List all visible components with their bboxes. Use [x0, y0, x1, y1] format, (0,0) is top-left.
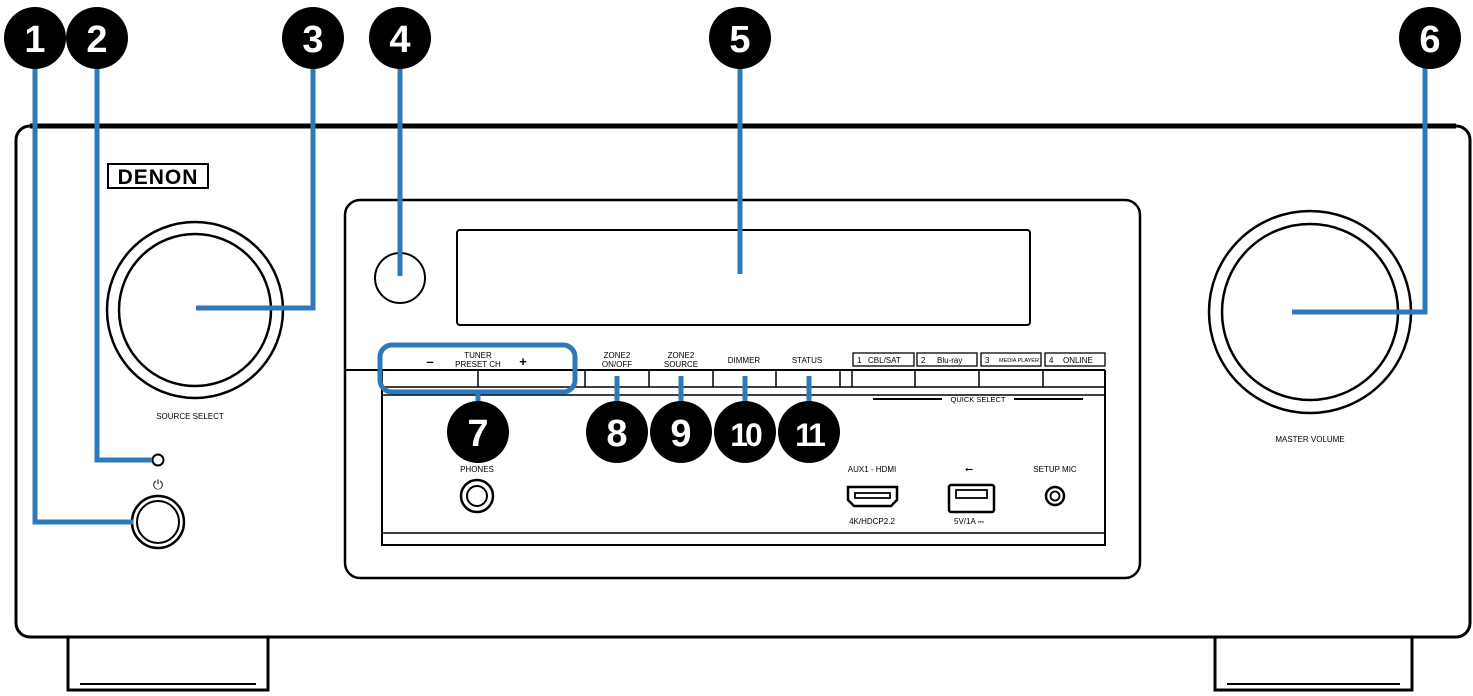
svg-text:DENON: DENON — [118, 166, 199, 189]
svg-text:TUNER: TUNER — [464, 351, 492, 360]
svg-text:MEDIA PLAYER: MEDIA PLAYER — [999, 358, 1039, 364]
callout-badge-4: 4 — [369, 7, 431, 69]
svg-text:9: 9 — [670, 413, 691, 455]
svg-text:ZONE2: ZONE2 — [668, 351, 695, 360]
display-screen — [456, 229, 1031, 326]
source-select-label: SOURCE SELECT — [156, 412, 224, 421]
callout-badge-8: 8 — [586, 401, 648, 463]
callout-badge-3: 3 — [282, 7, 344, 69]
dimmer-button[interactable]: DIMMER — [728, 356, 761, 365]
phones-label: PHONES — [460, 465, 494, 474]
quick-select-3[interactable]: 3 MEDIA PLAYER — [980, 352, 1042, 367]
tuner-minus-button[interactable]: – — [426, 354, 433, 369]
callout-badge-1: 1 — [4, 7, 66, 69]
zone2-source-button[interactable]: ZONE2 SOURCE — [664, 351, 698, 369]
denon-logo: DENON — [107, 163, 209, 189]
hdmi-port[interactable] — [846, 485, 899, 508]
status-button[interactable]: STATUS — [792, 356, 822, 365]
svg-text:Blu-ray: Blu-ray — [937, 356, 962, 365]
svg-text:4: 4 — [389, 19, 410, 61]
hdcp-label: 4K/HDCP2.2 — [849, 517, 895, 526]
power-indicator-led — [151, 453, 165, 467]
callout-badge-2: 2 — [66, 7, 128, 69]
callout-badge-11: 11 — [778, 401, 840, 463]
phones-jack[interactable] — [459, 478, 495, 514]
zone2-onoff-button[interactable]: ZONE2 ON/OFF — [602, 351, 632, 369]
right-foot — [1213, 637, 1414, 692]
svg-text:6: 6 — [1419, 19, 1440, 61]
callout-badge-7: 7 — [447, 401, 509, 463]
usb-icon: ⭠ — [965, 464, 973, 475]
svg-text:ON/OFF: ON/OFF — [602, 360, 632, 369]
svg-text:4: 4 — [1049, 356, 1054, 365]
usb-power-label: 5V/1A ⎓ — [954, 517, 985, 526]
callout-lines — [32, 55, 1428, 525]
svg-text:11: 11 — [795, 417, 825, 453]
svg-text:2: 2 — [921, 356, 926, 365]
tuner-preset-buttons[interactable]: – + TUNER PRESET CH — [426, 351, 527, 369]
setup-mic-label: SETUP MIC — [1033, 465, 1077, 474]
callout-badge-6: 6 — [1399, 7, 1461, 69]
callout-badge-10: 10 — [714, 401, 776, 463]
svg-text:1: 1 — [857, 356, 862, 365]
svg-text:PRESET CH: PRESET CH — [455, 360, 501, 369]
svg-text:3: 3 — [302, 19, 323, 61]
callout-badge-5: 5 — [709, 7, 771, 69]
quick-select-4[interactable]: 4 ONLINE — [1044, 352, 1106, 367]
setup-mic-jack[interactable] — [1044, 485, 1066, 507]
left-foot — [66, 637, 270, 692]
svg-text:SOURCE: SOURCE — [664, 360, 698, 369]
svg-text:3: 3 — [985, 356, 990, 365]
tuner-plus-button[interactable]: + — [519, 354, 527, 369]
power-button[interactable] — [130, 494, 186, 550]
quick-select-1[interactable]: 1 CBL/SAT — [852, 352, 915, 367]
power-icon: ⏻ — [153, 477, 163, 492]
svg-text:CBL/SAT: CBL/SAT — [868, 356, 901, 365]
svg-text:ZONE2: ZONE2 — [604, 351, 631, 360]
svg-text:2: 2 — [86, 19, 107, 61]
svg-text:10: 10 — [730, 417, 762, 453]
svg-text:8: 8 — [606, 413, 627, 455]
svg-text:1: 1 — [24, 19, 45, 61]
svg-text:7: 7 — [467, 413, 488, 455]
callout-badge-9: 9 — [650, 401, 712, 463]
master-volume-label: MASTER VOLUME — [1275, 435, 1344, 444]
aux1-hdmi-label: AUX1 - HDMI — [848, 465, 896, 474]
svg-text:ONLINE: ONLINE — [1063, 356, 1093, 365]
quick-select-2[interactable]: 2 Blu-ray — [916, 352, 978, 367]
svg-text:5: 5 — [729, 19, 750, 61]
usb-port[interactable] — [947, 483, 996, 514]
quick-select-label: QUICK SELECT — [950, 395, 1005, 404]
